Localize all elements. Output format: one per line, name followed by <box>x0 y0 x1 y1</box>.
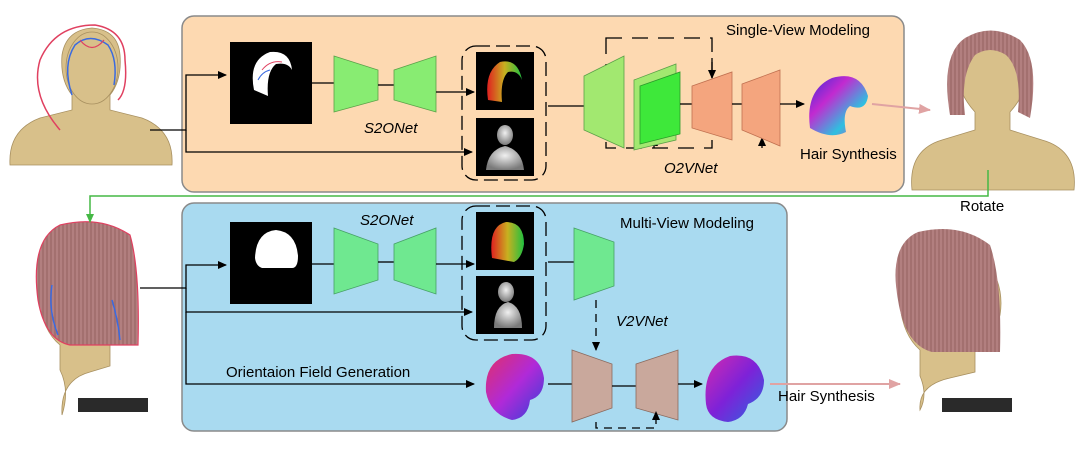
input-bust-side <box>35 221 148 416</box>
hair-strands-front <box>947 30 1034 118</box>
s2onet-multi <box>333 227 437 295</box>
hair-synthesis-multi-label: Hair Synthesis <box>778 388 875 405</box>
input-bust-front <box>9 24 173 166</box>
single-view-panel <box>181 15 905 193</box>
s2onet-single <box>333 55 437 113</box>
o2vnet-label: O2VNet <box>664 160 718 177</box>
hair-strands-side-out <box>895 228 1001 352</box>
hair-volume-multi <box>705 355 764 422</box>
s2o-output-group-single <box>461 45 547 181</box>
sketch-stroke-red <box>36 24 127 131</box>
sketch-stroke-blue <box>66 37 116 96</box>
output-bust-front <box>911 30 1075 191</box>
rotate-arrow <box>86 170 989 223</box>
hair-strands-side <box>35 221 139 346</box>
v2vnet <box>571 349 679 423</box>
output-bust-side <box>895 228 1012 412</box>
orientation-field-volume <box>485 353 544 420</box>
orientation-field-label: Orientaion Field Generation <box>226 364 411 381</box>
sketch-mask-single <box>230 42 312 124</box>
v2v-encoder-top <box>573 227 615 301</box>
o2vnet <box>583 55 781 151</box>
s2o-output-group-multi <box>461 205 547 341</box>
depth-map-multi <box>476 276 534 334</box>
hair-volume-single <box>809 76 868 136</box>
orientation-map-single <box>476 52 534 110</box>
hair-synthesis-single-label: Hair Synthesis <box>800 146 897 163</box>
single-view-title: Single-View Modeling <box>726 22 870 39</box>
rotate-label: Rotate <box>960 198 1005 215</box>
s2onet-multi-label: S2ONet <box>360 212 414 229</box>
depth-map-single <box>476 118 534 176</box>
orientation-map-multi <box>476 212 534 270</box>
sketch-mask-multi <box>230 222 312 304</box>
s2onet-single-label: S2ONet <box>364 120 418 137</box>
multi-view-title: Multi-View Modeling <box>620 215 754 232</box>
v2vnet-label: V2VNet <box>616 313 668 330</box>
